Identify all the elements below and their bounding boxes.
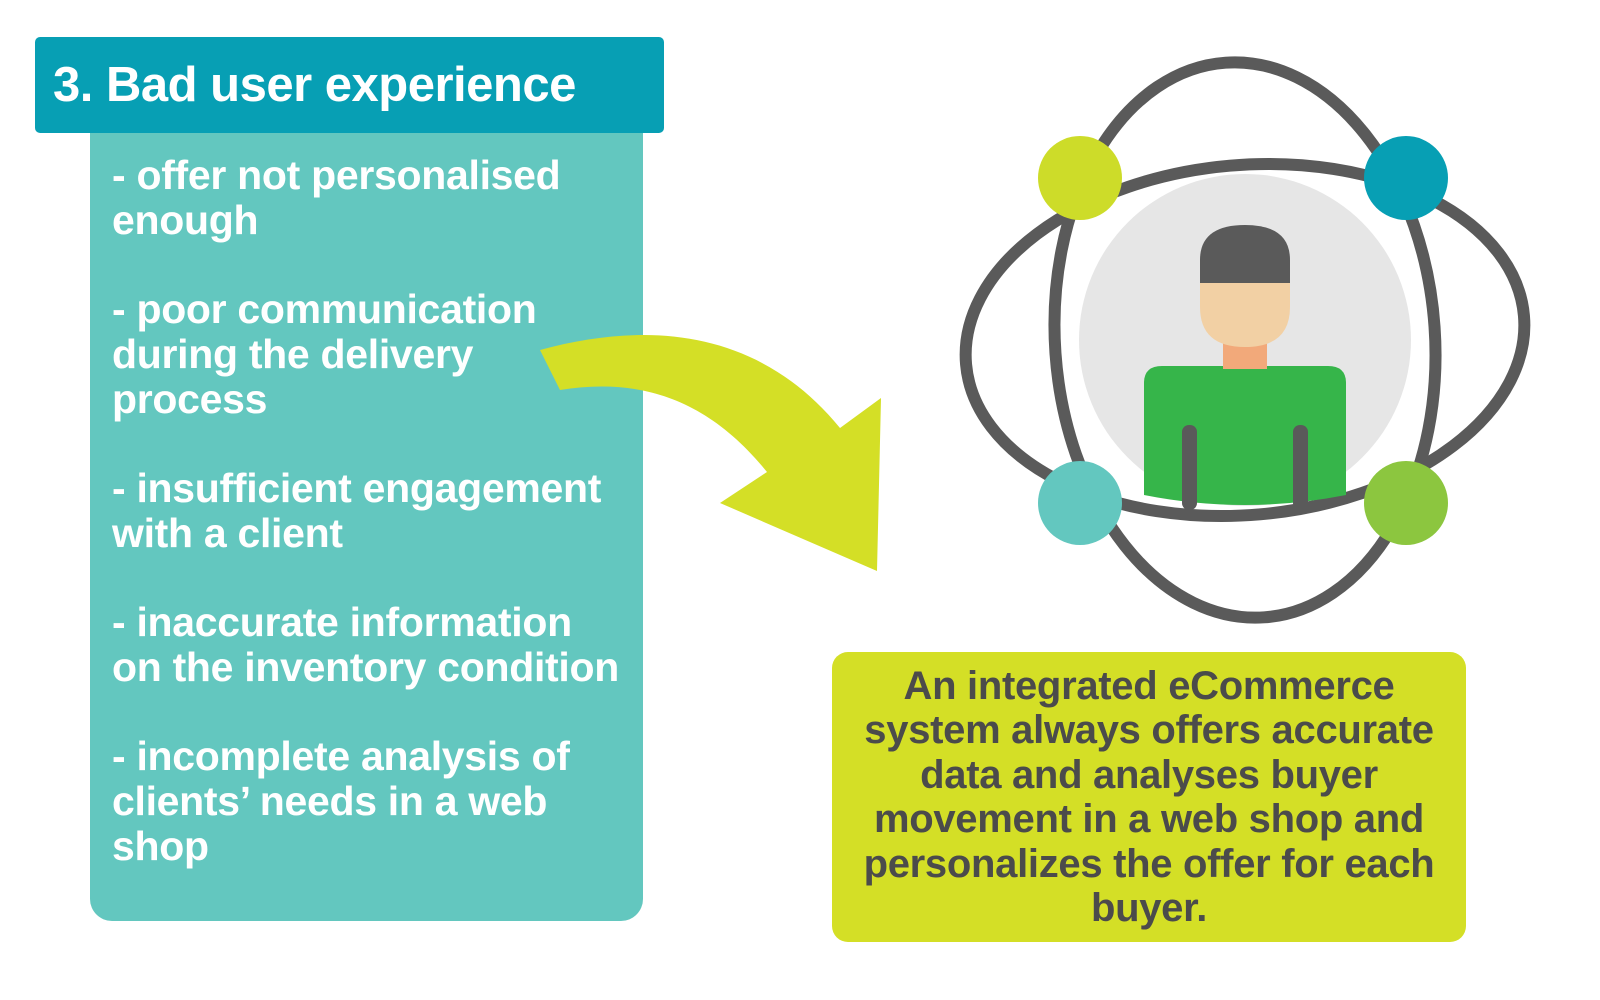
customer-orbit-icon (959, 56, 1531, 624)
problem-item-3: - insufficient engagement with a client (112, 465, 602, 556)
solution-box: An integrated eCommerce system always of… (832, 652, 1466, 942)
solution-text: An integrated eCommerce system always of… (863, 663, 1435, 931)
person-arm-left (1182, 425, 1197, 510)
person-arm-right (1293, 425, 1308, 510)
problem-item-2: - poor communication during the delivery… (112, 286, 537, 422)
person-hair (1200, 225, 1290, 283)
orbit-ring-vertical (1048, 56, 1442, 624)
node-top-right (1364, 136, 1448, 220)
person-shirt (1144, 366, 1346, 505)
node-bottom-right (1364, 461, 1448, 545)
customer-person-icon (1144, 225, 1346, 510)
person-face (1200, 280, 1290, 347)
node-top-left (1038, 136, 1122, 220)
section-title: 3. Bad user experience (35, 37, 664, 133)
problem-item-4: - inaccurate information on the inventor… (112, 599, 619, 690)
node-bottom-left (1038, 461, 1122, 545)
problems-panel: - offer not personalised enough - poor c… (90, 125, 643, 921)
problem-item-1: - offer not personalised enough (112, 152, 561, 243)
problem-item-5: - incomplete analysis of clients’ needs … (112, 733, 570, 869)
section-title-text: 3. Bad user experience (53, 58, 576, 112)
orbit-ring-horizontal (959, 157, 1531, 523)
